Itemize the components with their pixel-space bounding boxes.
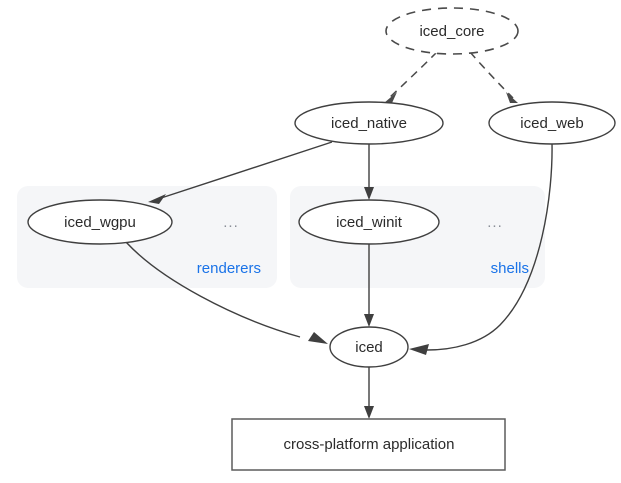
node-cross-platform-application-label: cross-platform application <box>284 436 455 453</box>
edge-iced-core-to-iced-web <box>469 51 518 103</box>
node-iced-shape[interactable] <box>329 326 409 368</box>
edge-iced-wgpu-to-iced-line <box>125 241 301 338</box>
cluster-shells-ellipsis: ... <box>487 214 503 231</box>
node-iced-winit[interactable]: iced_winit <box>298 199 440 245</box>
edge-iced-core-to-iced-native-arrow <box>384 92 397 103</box>
edge-iced-to-application <box>364 367 374 419</box>
node-iced-label: iced <box>355 339 383 356</box>
edge-iced-wgpu-to-iced-arrow <box>308 332 328 344</box>
edge-iced-native-to-iced-wgpu-arrow <box>148 194 166 204</box>
edge-iced-winit-to-iced <box>364 243 374 327</box>
node-iced-web[interactable]: iced_web <box>488 101 616 145</box>
node-iced-native-shape[interactable] <box>294 101 444 145</box>
edge-iced-winit-to-iced-arrow <box>364 314 374 327</box>
node-iced-core-shape[interactable] <box>385 7 519 55</box>
cluster-renderers-ellipsis: ... <box>223 214 239 231</box>
edge-iced-native-to-iced-winit <box>364 143 374 200</box>
edge-iced-native-to-iced-wgpu <box>148 141 333 204</box>
node-iced-wgpu-shape[interactable] <box>27 199 173 245</box>
node-iced-wgpu-label: iced_wgpu <box>64 214 136 231</box>
edge-iced-core-to-iced-web-arrow <box>506 92 518 103</box>
node-iced-wgpu[interactable]: iced_wgpu <box>27 199 173 245</box>
node-iced-winit-label: iced_winit <box>336 214 403 231</box>
edge-iced-core-to-iced-web-line <box>469 51 514 99</box>
node-iced-native-label: iced_native <box>331 115 407 132</box>
node-cross-platform-application[interactable]: cross-platform application <box>231 418 506 471</box>
edge-iced-web-to-iced <box>409 142 553 355</box>
cluster-renderers-label: renderers <box>197 260 261 277</box>
node-iced-native[interactable]: iced_native <box>294 101 444 145</box>
edge-iced-to-application-arrow <box>364 406 374 419</box>
edge-iced-native-to-iced-wgpu-line <box>154 141 333 201</box>
node-cross-platform-application-shape[interactable] <box>231 418 506 471</box>
cluster-shells-label: shells <box>491 260 529 277</box>
node-iced-web-shape[interactable] <box>488 101 616 145</box>
edge-iced-wgpu-to-iced <box>125 241 328 344</box>
edge-iced-core-to-iced-native-line <box>388 51 438 99</box>
node-iced-web-label: iced_web <box>520 115 583 132</box>
node-iced-core-label: iced_core <box>419 23 484 40</box>
node-iced-core[interactable]: iced_core <box>385 7 519 55</box>
edge-iced-web-to-iced-arrow <box>409 344 429 355</box>
node-iced[interactable]: iced <box>329 326 409 368</box>
edge-iced-web-to-iced-line <box>426 142 553 351</box>
node-iced-winit-shape[interactable] <box>298 199 440 245</box>
edge-iced-core-to-iced-native <box>384 51 438 103</box>
edge-iced-native-to-iced-winit-arrow <box>364 187 374 200</box>
